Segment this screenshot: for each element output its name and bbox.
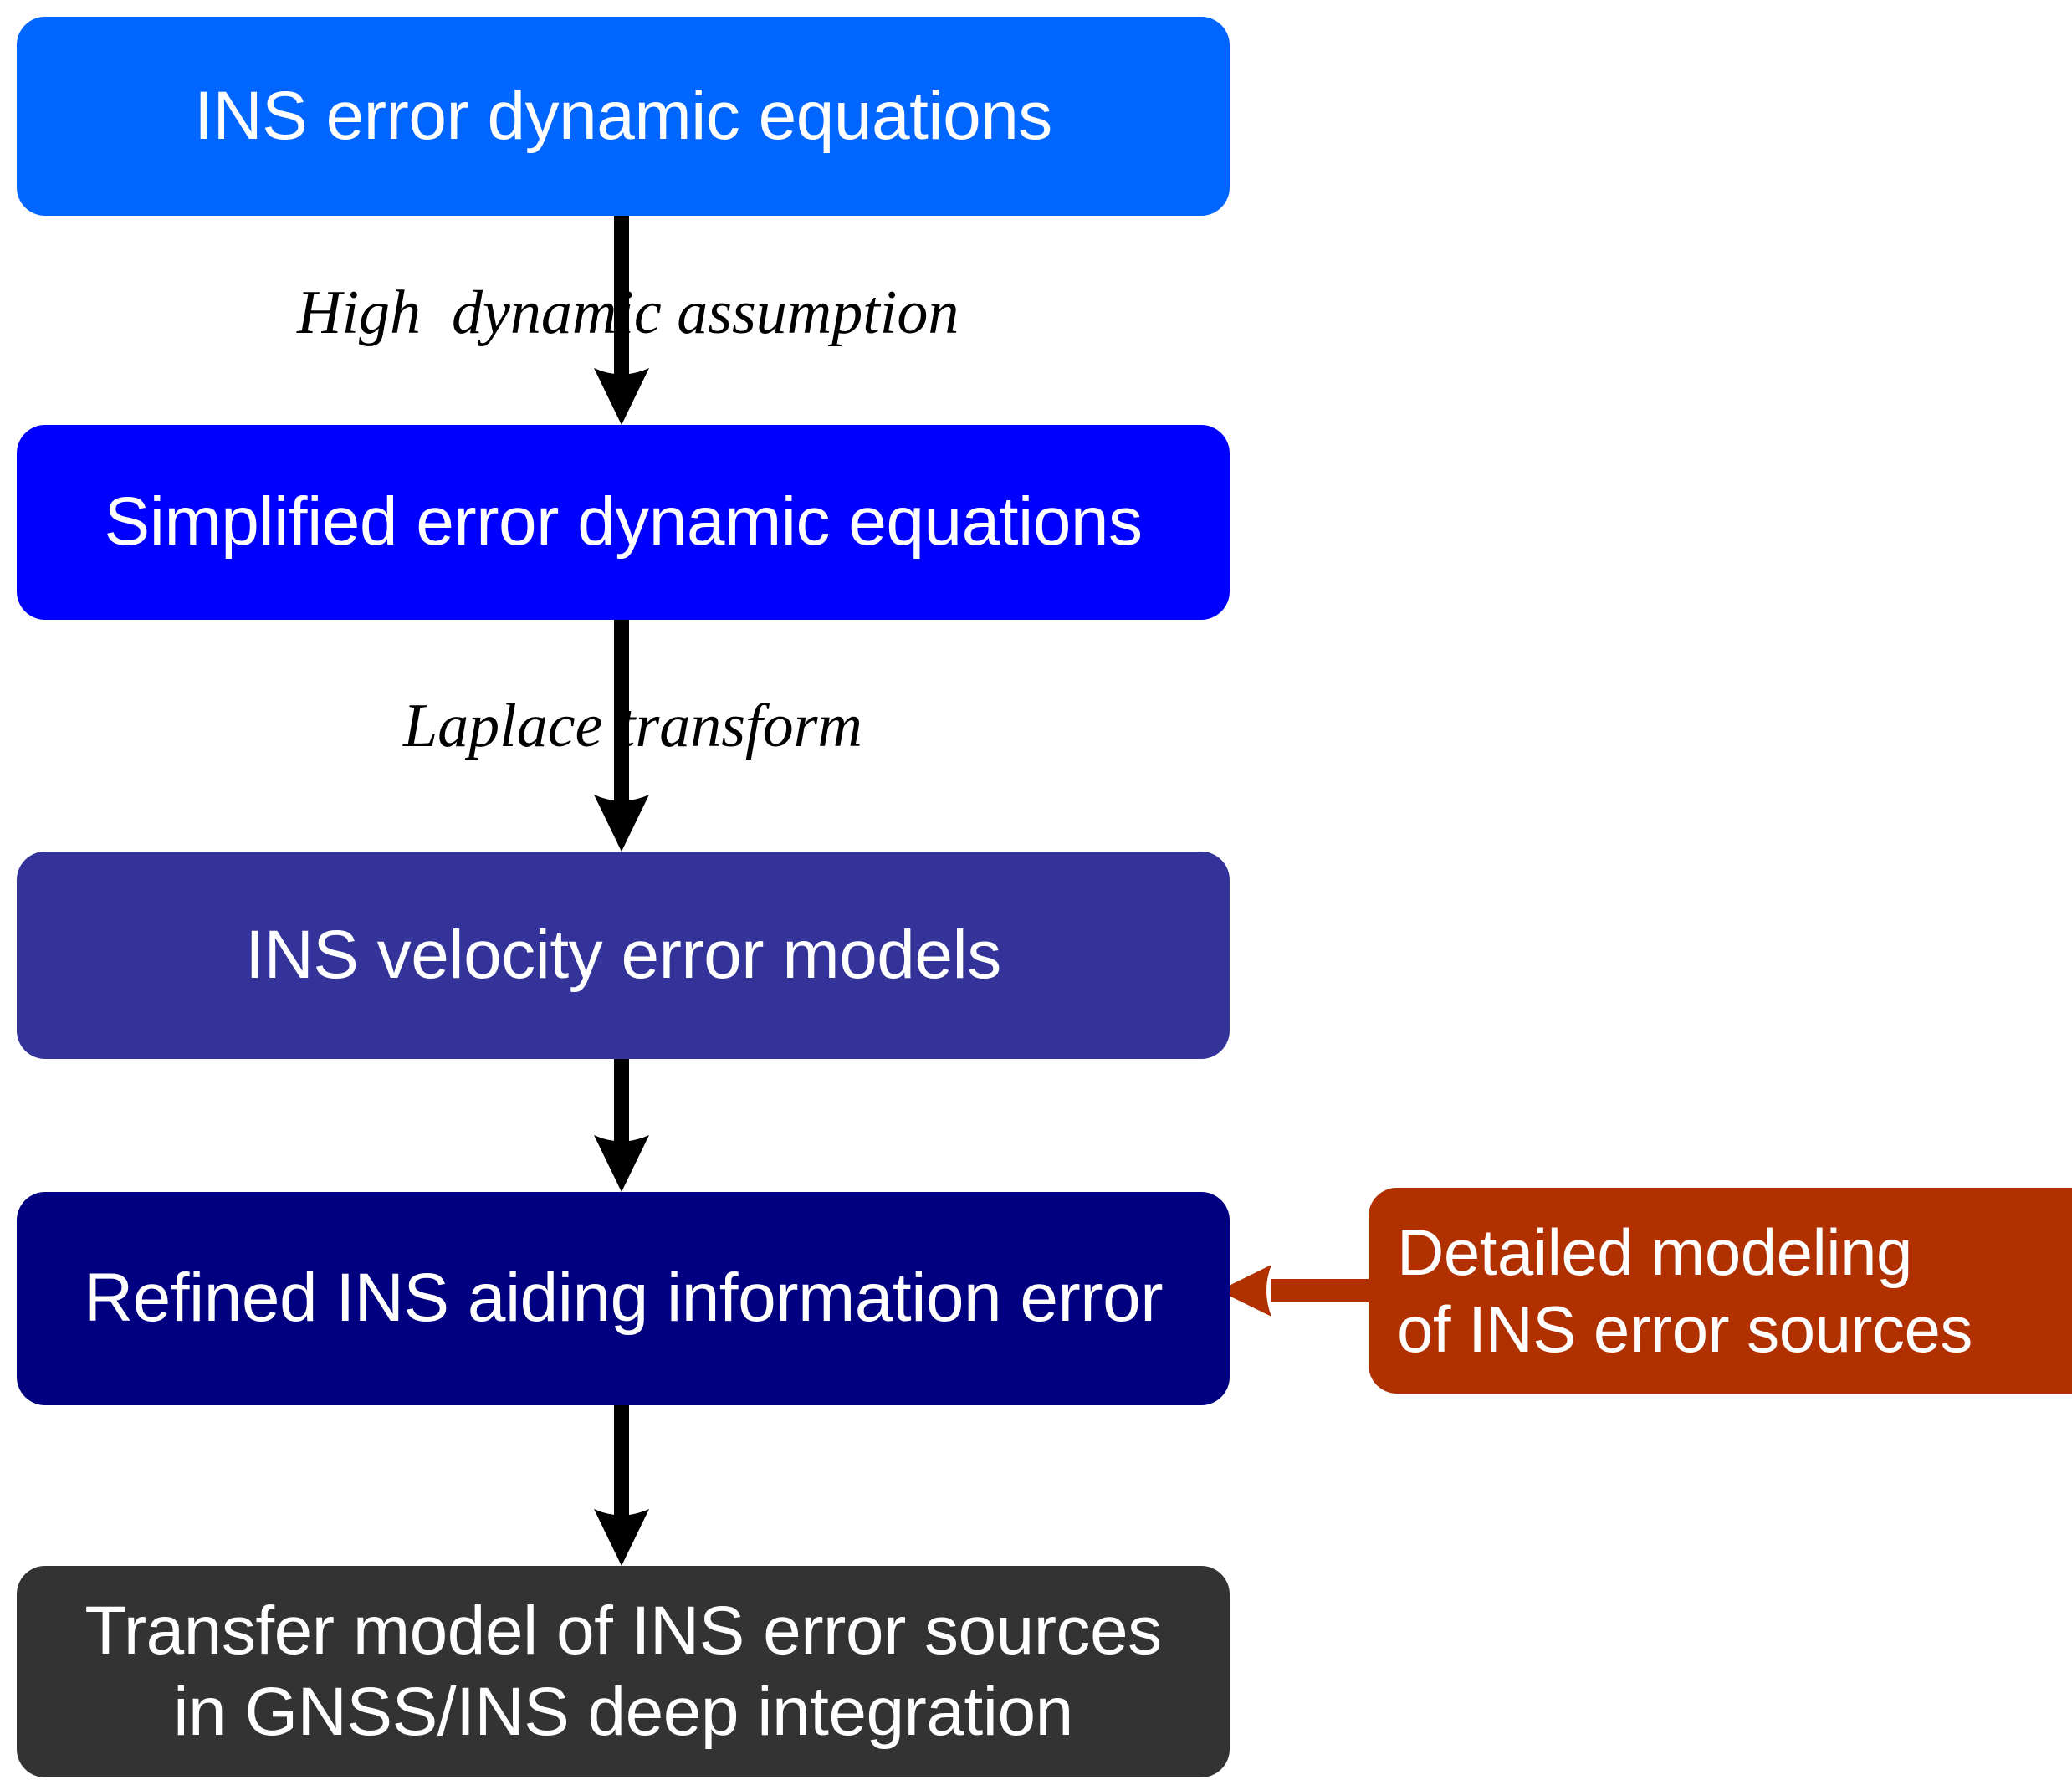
node-label: INS velocity error models (245, 916, 1001, 993)
edge-label-high-dynamic-assumption: High dynamic assumption (297, 279, 959, 347)
node-label: Simplified error dynamic equations (104, 483, 1143, 560)
edge-4-arrow (594, 1405, 649, 1566)
edge-label-laplace-transform: Laplace transform (403, 692, 862, 760)
node-label-line-2: of INS error sources (1397, 1292, 1972, 1366)
node-simplified-error-dynamic-equations[interactable]: Simplified error dynamic equations (17, 425, 1230, 620)
node-transfer-model[interactable]: Transfer model of INS error sources in G… (17, 1566, 1230, 1777)
node-ins-velocity-error-models[interactable]: INS velocity error models (17, 852, 1230, 1059)
node-label: Refined INS aiding information error (83, 1260, 1164, 1337)
node-detailed-modeling[interactable]: Detailed modeling of INS error sources (1369, 1188, 2072, 1394)
node-label: INS error dynamic equations (194, 77, 1052, 154)
node-ins-error-dynamic-equations[interactable]: INS error dynamic equations (17, 17, 1230, 216)
node-label-line-1: Transfer model of INS error sources (84, 1592, 1162, 1669)
edge-2-arrow (594, 620, 649, 852)
edge-1-arrow (594, 216, 649, 425)
edge-5-arrow (1219, 1265, 1369, 1317)
node-label-line-1: Detailed modeling (1397, 1215, 1912, 1289)
edge-3-arrow (594, 1059, 649, 1192)
node-label-line-2: in GNSS/INS deep integration (173, 1673, 1073, 1750)
node-refined-ins-aiding-information-error[interactable]: Refined INS aiding information error (17, 1192, 1230, 1405)
